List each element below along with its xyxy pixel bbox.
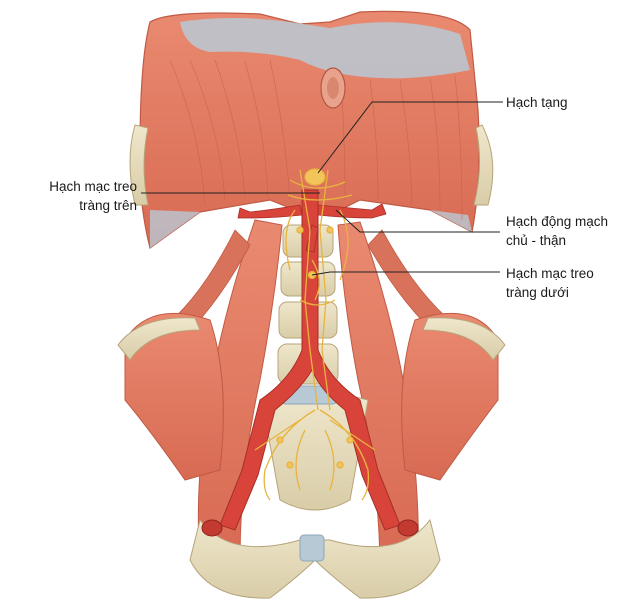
label-superior-mesenteric-line2: tràng trên <box>79 198 137 213</box>
label-aorticorenal-ganglion: Hạch động mạch chủ - thận <box>506 212 608 250</box>
leader-aorticorenal <box>335 209 500 233</box>
leader-lines <box>141 101 503 276</box>
pelvis <box>189 392 441 599</box>
label-superior-mesenteric-line1: Hạch mạc treo <box>49 179 137 194</box>
label-inferior-mesenteric-line2: tràng dưới <box>506 285 569 300</box>
label-aorticorenal-line1: Hạch động mạch <box>506 214 609 229</box>
label-aorticorenal-line2: chủ - thận <box>506 233 567 248</box>
label-superior-mesenteric-ganglion: Hạch mạc treo tràng trên <box>49 177 137 215</box>
autonomic-plexus <box>254 168 376 501</box>
leader-celiac <box>317 101 503 174</box>
label-inferior-mesenteric-ganglion: Hạch mạc treo tràng dưới <box>506 264 594 302</box>
label-celiac-line1: Hạch tạng <box>506 95 568 110</box>
label-inferior-mesenteric-line1: Hạch mạc treo <box>506 266 594 281</box>
diaphragm <box>139 10 480 250</box>
leader-inferior-mesenteric <box>311 271 500 276</box>
iliac-muscles <box>117 312 506 481</box>
label-celiac-ganglion: Hạch tạng <box>506 93 568 112</box>
ribs <box>129 124 494 206</box>
